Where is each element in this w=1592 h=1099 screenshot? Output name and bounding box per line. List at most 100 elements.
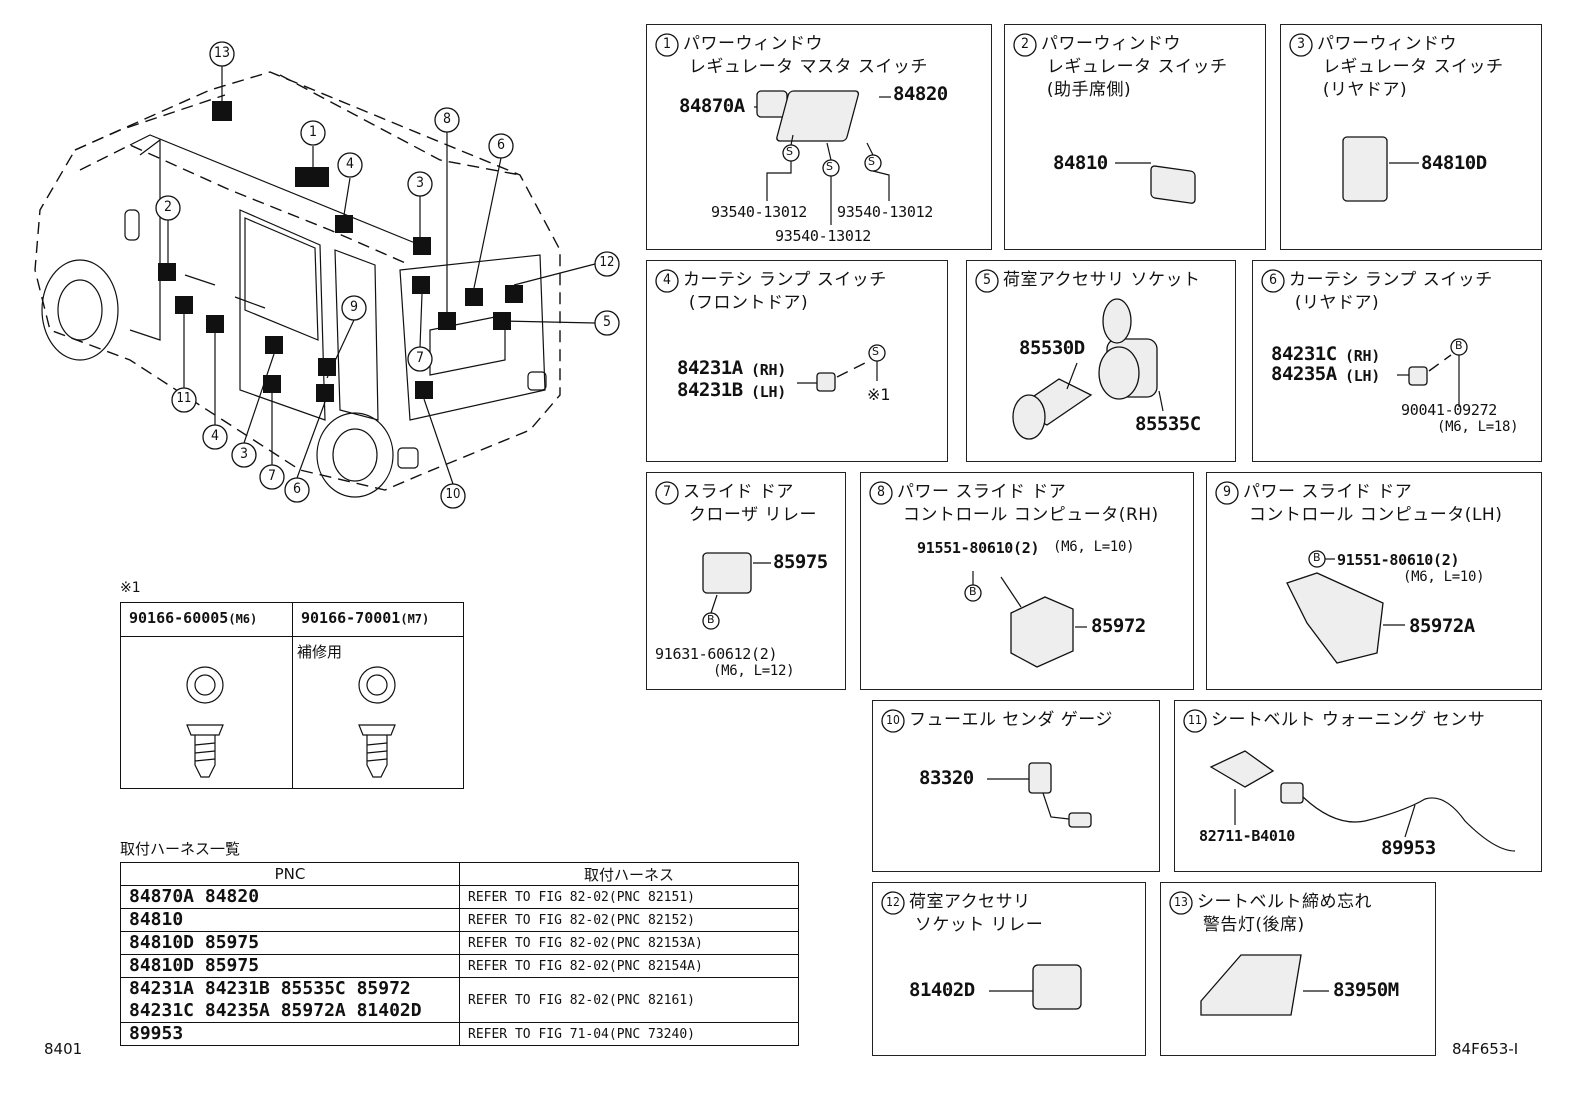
part-84231B-side: (LH) [751,383,786,401]
panel-9: 9 パワー スライド ドア コントロール コンピュータ(LH) B 91551-… [1206,472,1542,690]
panel-7: 7 スライド ドア クローザ リレー 85975 B 91631-60612(2… [646,472,846,690]
bolt-part-2: 90166-70001 [301,609,401,627]
panel-4-title: カーテシ ランプ スイッチ (フロントドア) [683,270,887,313]
bolt-table-col2-header: 90166-70001(M7) [292,602,464,637]
panel-8: 8 パワー スライド ドア コントロール コンピュータ(RH) 91551-80… [860,472,1194,690]
panel-10: 10 フューエル センダ ゲージ 83320 [872,700,1160,872]
harness-table: PNC 取付ハーネス 84870A 84820 REFER TO FIG 82-… [120,862,799,1046]
panel-9-drawing [1215,481,1405,664]
callout-1: 1 [308,124,317,140]
panel-11-drawing [1183,709,1516,852]
panel-1-drawing [655,33,891,225]
part-84820: 84820 [893,83,948,105]
part-91631-60612-spec: (M6, L=12) [713,663,795,679]
sheet-code-left: 8401 [44,1040,83,1058]
bolt-service-note: 補修用 [297,643,343,661]
vehicle-drawing [34,41,620,509]
panel-11-number: 11 [1188,713,1202,727]
panel-13: 13 シートベルト締め忘れ 警告灯(後席) 83950M [1160,882,1436,1056]
harness-row-5-ref: REFER TO FIG 82-02(PNC 82161) [459,977,799,1023]
panel-6-number: 6 [1268,272,1277,288]
harness-row-1-ref: REFER TO FIG 82-02(PNC 82151) [459,885,799,909]
screw-mark-b1: B [1455,339,1463,352]
panel-4-number: 4 [662,272,671,288]
note-mark-1: ※1 [867,385,891,404]
panel-6-drawing [1261,269,1468,407]
part-82711-B4010: 82711-B4010 [1199,827,1296,845]
bolt-table: 90166-60005(M6) 90166-70001(M7) 補修用 [120,602,464,789]
panel-3: 3 パワーウィンドウ レギュレータ スイッチ (リヤドア) 84810D [1280,24,1542,250]
part-90041-09272-spec: (M6, L=18) [1437,419,1519,435]
screw-mark-b2: B [707,613,715,626]
panel-12-drawing [881,891,1082,1010]
panel-10-drawing [881,709,1092,828]
table-row: 84810D 85975 REFER TO FIG 82-02(PNC 8215… [120,954,799,978]
callout-3b: 3 [239,446,248,462]
bolt-size-1: (M6) [228,612,258,626]
panel-2-drawing [1013,33,1196,204]
screw-mark-b3: B [969,585,977,598]
bolt-drawing-1 [186,666,224,778]
harness-table-title: 取付ハーネス一覧 [120,840,241,858]
table-row: 84870A 84820 REFER TO FIG 82-02(PNC 8215… [120,885,799,909]
callout-11: 11 [176,391,192,406]
part-91551-80610-rh-spec: (M6, L=10) [1053,539,1135,555]
part-89953: 89953 [1381,837,1436,859]
part-91551-80610-lh-spec: (M6, L=10) [1403,569,1485,585]
harness-row-3-ref: REFER TO FIG 82-02(PNC 82153A) [459,931,799,955]
callout-12: 12 [599,255,615,270]
panel-5-number: 5 [982,272,991,288]
panel-10-number: 10 [886,713,900,727]
callout-6: 6 [496,137,505,153]
panel-10-title: フューエル センダ ゲージ [909,710,1113,730]
part-85535C: 85535C [1135,413,1201,435]
panel-2: 2 パワーウィンドウ レギュレータ スイッチ (助手席側) 84810 [1004,24,1266,250]
vehicle-illustration: 13 1 4 8 6 3 2 12 5 9 7 11 4 3 7 6 10 [0,0,640,560]
harness-row-2-ref: REFER TO FIG 82-02(PNC 82152) [459,908,799,932]
harness-row-6-pnc: 89953 [120,1022,460,1046]
part-85975: 85975 [773,551,828,573]
panel-8-title: パワー スライド ドア コントロール コンピュータ(RH) [897,482,1159,525]
part-81402D: 81402D [909,979,975,1001]
harness-row-6-ref: REFER TO FIG 71-04(PNC 73240) [459,1022,799,1046]
panel-7-drawing [655,481,771,630]
part-84810: 84810 [1053,152,1108,174]
part-84231A-side: (RH) [751,361,786,379]
panel-13-number: 13 [1174,895,1188,909]
part-93540-13012-right: 93540-13012 [837,203,934,221]
part-91551-80610-lh: 91551-80610(2) [1337,551,1460,569]
panel-8-drawing [869,481,1087,668]
harness-header-pnc: PNC [120,862,460,886]
panel-7-title: スライド ドア クローザ リレー [683,482,817,525]
bolt-size-2: (M7) [400,612,430,626]
panel-2-number: 2 [1020,36,1029,52]
panel-1: 1 パワーウィンドウ レギュレータ マスタ スイッチ 84870A 84820 … [646,24,992,250]
screw-mark-s2: S [826,160,833,173]
sheet-code-right: 84F653-I [1452,1040,1519,1058]
panel-11: 11 シートベルト ウォーニング センサ 82711-B4010 89953 [1174,700,1542,872]
part-83320: 83320 [919,767,974,789]
screw-mark-b4: B [1313,551,1321,564]
bolt-table-mark: ※1 [120,580,141,596]
part-91551-80610-rh: 91551-80610(2) [917,539,1040,557]
callout-6b: 6 [292,481,301,497]
screw-mark-s4: S [872,345,879,358]
panel-9-number: 9 [1222,484,1231,500]
part-84235A-side: (LH) [1345,367,1380,385]
bolt-part-1: 90166-60005 [129,609,229,627]
panel-1-number: 1 [662,36,671,52]
table-row: 84810 REFER TO FIG 82-02(PNC 82152) [120,908,799,932]
callout-7b: 7 [267,468,276,484]
panel-12-number: 12 [886,895,900,909]
screw-mark-s1: S [786,145,793,158]
callout-3: 3 [415,175,424,191]
part-91631-60612: 91631-60612(2) [655,645,778,663]
panel-13-title: シートベルト締め忘れ 警告灯(後席) [1197,892,1372,935]
panel-2-title: パワーウィンドウ レギュレータ スイッチ (助手席側) [1041,34,1228,100]
callout-7: 7 [415,350,424,366]
part-84810D: 84810D [1421,152,1487,174]
panel-12-title: 荷室アクセサリ ソケット リレー [909,892,1044,935]
panel-8-number: 8 [876,484,885,500]
harness-row-4-pnc: 84810D 85975 [120,954,460,978]
part-90041-09272: 90041-09272 [1401,401,1498,419]
